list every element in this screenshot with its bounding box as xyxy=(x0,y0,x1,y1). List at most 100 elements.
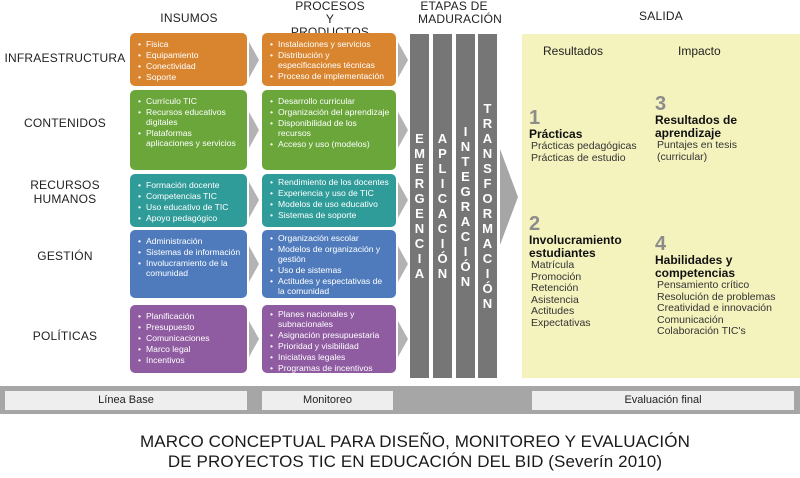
stage-letter: Ó xyxy=(437,251,448,266)
arrow-right-icon xyxy=(398,321,408,357)
list-item: Involucramiento de la comunidad xyxy=(138,258,241,278)
stage-letter: N xyxy=(482,146,493,161)
phase-evaluacion-final: Evaluación final xyxy=(532,391,794,410)
procesos-box-politicas: Planes nacionales y subnacionalesAsignac… xyxy=(262,305,396,373)
stage-letter: A xyxy=(482,131,493,146)
arrow-right-icon xyxy=(398,246,408,282)
row-label-recursos-humanos: RECURSOS HUMANOS xyxy=(30,178,100,206)
stage-letter: I xyxy=(417,251,422,266)
stage-letter: C xyxy=(460,228,471,244)
list-item: Modelos de organización y gestión xyxy=(270,244,390,264)
header-salida: SALIDA xyxy=(639,9,683,23)
output-item: Retención xyxy=(531,282,579,294)
list-item: Competencias TIC xyxy=(138,191,241,201)
stage-letter: N xyxy=(460,138,471,154)
output-title: Resultados de aprendizaje xyxy=(655,113,738,140)
list-item: Iniciativas legales xyxy=(270,352,390,362)
list-item: Organización escolar xyxy=(270,233,390,243)
list-item: Proceso de implementación xyxy=(270,71,390,81)
salida-panel: Resultados Impacto 1 Prácticas Prácticas… xyxy=(522,34,800,378)
list-item: Prioridad y visibilidad xyxy=(270,341,390,351)
stage-letter: I xyxy=(463,243,468,259)
list-item: Fisica xyxy=(138,39,241,49)
insumos-list: PlanificaciónPresupuestoComunicacionesMa… xyxy=(138,311,241,365)
insumos-box-infraestructura: FisicaEquipamientoConectividadSoporte xyxy=(130,33,247,86)
arrow-right-icon xyxy=(398,42,408,78)
output-title: Involucramiento estudiantes xyxy=(529,233,622,260)
arrow-right-large-icon xyxy=(500,149,518,245)
output-item: Expectativas xyxy=(531,316,591,329)
header-insumos: INSUMOS xyxy=(160,11,218,25)
list-item: Administración xyxy=(138,236,241,246)
output-item: Prácticas de estudio xyxy=(531,151,626,164)
row-label-gestion: GESTIÓN xyxy=(37,249,93,263)
insumos-box-gestion: AdministraciónSistemas de informaciónInv… xyxy=(130,230,247,298)
stage-letter: C xyxy=(437,191,448,206)
list-item: Sistemas de información xyxy=(138,247,241,257)
list-item: Comunicaciones xyxy=(138,333,241,343)
stage-letter: R xyxy=(482,116,493,131)
stage-letter: P xyxy=(438,146,447,161)
procesos-list: Instalaciones y serviciosDistribución y … xyxy=(270,39,390,81)
stage-letter: T xyxy=(483,101,492,116)
stage-letter: A xyxy=(460,213,471,229)
procesos-box-contenidos: Desarrollo curricularOrganización del ap… xyxy=(262,90,396,170)
list-item: Plataformas aplicaciones y servicios xyxy=(138,128,241,148)
insumos-list: Formación docenteCompetencias TICUso edu… xyxy=(138,180,241,223)
arrow-right-icon xyxy=(398,182,408,218)
list-item: Uso de sistemas xyxy=(270,265,390,275)
stage-letter: E xyxy=(415,206,424,221)
list-item: Planes nacionales y subnacionales xyxy=(270,309,390,329)
output-item: Puntajes en tesis (curricular) xyxy=(657,139,737,163)
stage-letter: T xyxy=(461,153,470,169)
stage-letter: S xyxy=(483,161,492,176)
output-item: Colaboración TIC's xyxy=(657,325,746,337)
stage-letter: C xyxy=(482,251,493,266)
stage-letter: M xyxy=(414,146,425,161)
row-label-infraestructura: INFRAESTRUCTURA xyxy=(4,51,126,65)
output-title: Habilidades y competencias xyxy=(655,253,736,280)
row-label-contenidos: CONTENIDOS xyxy=(23,116,106,130)
list-item: Distribución y especificaciones técnicas xyxy=(270,50,390,70)
stage-letter: O xyxy=(482,191,493,206)
stage-letter: Ó xyxy=(482,281,493,296)
list-item: Programas de incentivos xyxy=(270,363,390,373)
list-item: Asignación presupuestaria xyxy=(270,330,390,340)
arrow-right-icon xyxy=(249,112,259,148)
insumos-box-contenidos: Currículo TICRecursos educativos digital… xyxy=(130,90,247,170)
stage-letter: A xyxy=(414,266,425,281)
stage-letter: I xyxy=(463,123,468,139)
output-title: Prácticas xyxy=(529,127,583,141)
stage-letter: A xyxy=(437,206,448,221)
list-item: Experiencia y uso de TIC xyxy=(270,188,390,198)
stage-letter: R xyxy=(460,198,471,214)
output-resultados-aprendizaje: 3 Resultados de aprendizaje Puntajes en … xyxy=(655,94,795,163)
arrow-right-icon xyxy=(249,42,259,78)
list-item: Uso educativo de TIC xyxy=(138,202,241,212)
output-item: Matrícula xyxy=(531,259,575,271)
arrow-right-icon xyxy=(249,246,259,282)
list-item: Rendimiento de los docentes xyxy=(270,177,390,187)
row-label-politicas: POLÍTICAS xyxy=(32,329,98,343)
stage-letter: R xyxy=(482,206,493,221)
insumos-list: FisicaEquipamientoConectividadSoporte xyxy=(138,39,241,82)
arrow-right-icon xyxy=(249,321,259,357)
stage-letter: I xyxy=(485,266,490,281)
list-item: Presupuesto xyxy=(138,322,241,332)
arrow-right-icon xyxy=(249,182,259,218)
stage-letter: Ó xyxy=(460,258,471,274)
procesos-box-infraestructura: Instalaciones y serviciosDistribución y … xyxy=(262,33,396,86)
list-item: Disponibilidad de los recursos xyxy=(270,118,390,138)
output-item: Promoción xyxy=(531,270,582,283)
stage-letter: N xyxy=(437,266,448,281)
list-item: Organización del aprendizaje xyxy=(270,107,390,117)
stage-letter: L xyxy=(438,161,447,176)
resultados-heading: Resultados xyxy=(543,44,604,58)
list-item: Recursos educativos digitales xyxy=(138,107,241,127)
output-number: 1 xyxy=(529,107,541,129)
